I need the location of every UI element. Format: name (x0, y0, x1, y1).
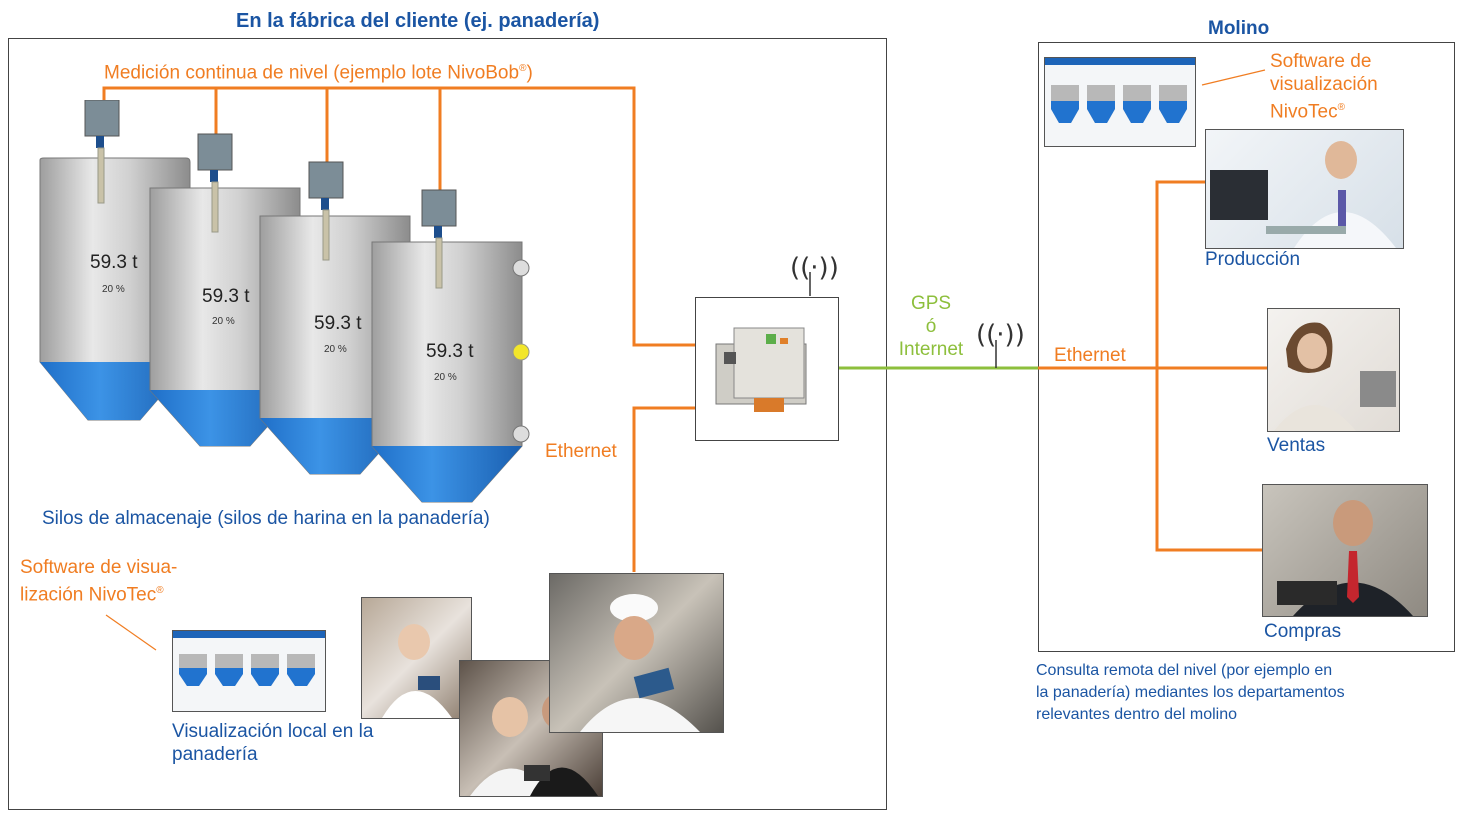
dept-label-purchases: Compras (1264, 621, 1342, 642)
software-label-right: Software de visualización NivoTec® (1270, 51, 1378, 123)
wireless-icon: ((·)) (790, 253, 839, 283)
silo-1-percent: 20 % (102, 284, 125, 295)
software-thumbnail-local (172, 630, 326, 712)
remote-query-caption: Consulta remota del nivel (por ejemplo e… (1036, 662, 1345, 723)
silo-2-value: 59.3 t (202, 286, 250, 307)
ethernet-label-right: Ethernet (1054, 345, 1126, 366)
dept-label-sales: Ventas (1267, 435, 1326, 456)
silo-1-value: 59.3 t (90, 252, 138, 273)
software-thumbnail-mill (1044, 57, 1196, 147)
photo-purchases (1262, 484, 1428, 617)
photo-chef-tablet (549, 573, 724, 733)
right-section-title: Molino (1208, 18, 1270, 39)
silo-2-percent: 20 % (212, 316, 235, 327)
local-visualization-label: Visualización local en la panadería (172, 721, 374, 765)
ethernet-wire-sensor-bus (102, 86, 697, 347)
software-pointer-right (1201, 69, 1266, 86)
software-pointer-left (105, 614, 157, 651)
silo-3-value: 59.3 t (314, 313, 362, 334)
software-label-left: Software de visua- lización NivoTec® (20, 557, 178, 606)
wireless-icon: ((·)) (976, 320, 1025, 350)
left-section-title: En la fábrica del cliente (ej. panadería… (236, 10, 600, 32)
photo-baker-tablet (361, 597, 472, 719)
ethernet-wire-branch (1155, 180, 1262, 552)
silos-caption: Silos de almacenaje (silos de harina en … (42, 508, 490, 529)
photo-sales (1267, 308, 1400, 432)
silo-3-percent: 20 % (324, 344, 347, 355)
gateway-device (695, 297, 839, 441)
gps-internet-label: GPS ó Internet (898, 293, 964, 360)
measurement-label: Medición continua de nivel (ejemplo lote… (104, 62, 533, 84)
silo-4: 59.3 t 20 % (371, 189, 530, 503)
silo-4-percent: 20 % (434, 372, 457, 383)
silo-4-value: 59.3 t (426, 341, 474, 362)
silos-illustration: 59.3 t 20 % 59.3 t 20 % 59.3 t 20 % 59.3… (39, 100, 530, 503)
photo-production (1205, 129, 1404, 249)
ethernet-label-left: Ethernet (545, 441, 617, 462)
ethernet-wire-local (632, 406, 697, 572)
dept-label-production: Producción (1205, 249, 1301, 270)
